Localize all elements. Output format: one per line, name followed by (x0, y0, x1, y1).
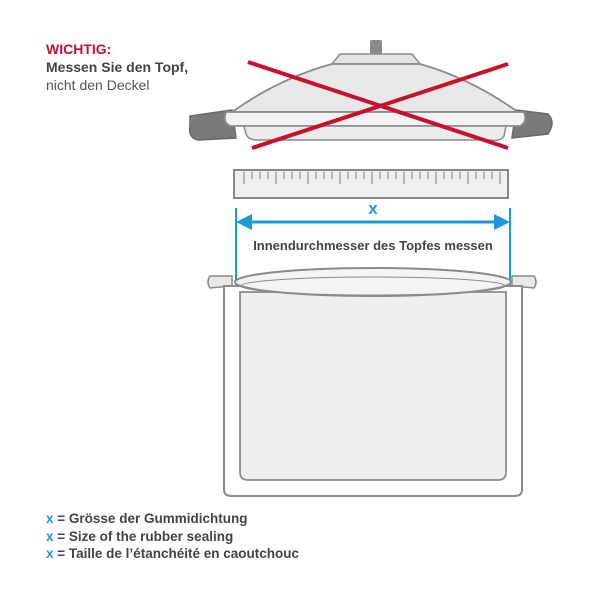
warning-line-2: nicht den Deckel (46, 77, 150, 93)
warning-line-1: Messen Sie den Topf, (46, 59, 189, 75)
measurement-label: Innendurchmesser des Topfes messen (253, 238, 493, 253)
pot-lid-icon (188, 40, 553, 142)
pot-icon (207, 267, 537, 497)
legend-symbol: x (46, 546, 54, 561)
legend-symbol: x (46, 528, 54, 544)
measurement-arrow (235, 208, 511, 292)
legend-text: = Taille de l’étanchéité en caoutchouc (57, 546, 299, 561)
legend-text: = Grösse der Gummidichtung (57, 511, 248, 526)
cross-out-icon (247, 60, 509, 150)
measurement-symbol: x (368, 199, 378, 218)
warning-note: WICHTIG: Messen Sie den Topf, nicht den … (46, 40, 188, 94)
legend: x = Grösse der Gummidichtung x = Size of… (46, 510, 299, 563)
legend-item-fr: x = Taille de l’étanchéité en caoutchouc (46, 545, 299, 563)
ruler-icon (233, 169, 509, 199)
warning-title: WICHTIG: (46, 41, 112, 57)
legend-text: = Size of the rubber sealing (57, 528, 234, 544)
legend-item-de: x = Grösse der Gummidichtung (46, 510, 299, 528)
legend-item-en: x = Size of the rubber sealing (46, 528, 299, 546)
legend-symbol: x (46, 511, 54, 526)
